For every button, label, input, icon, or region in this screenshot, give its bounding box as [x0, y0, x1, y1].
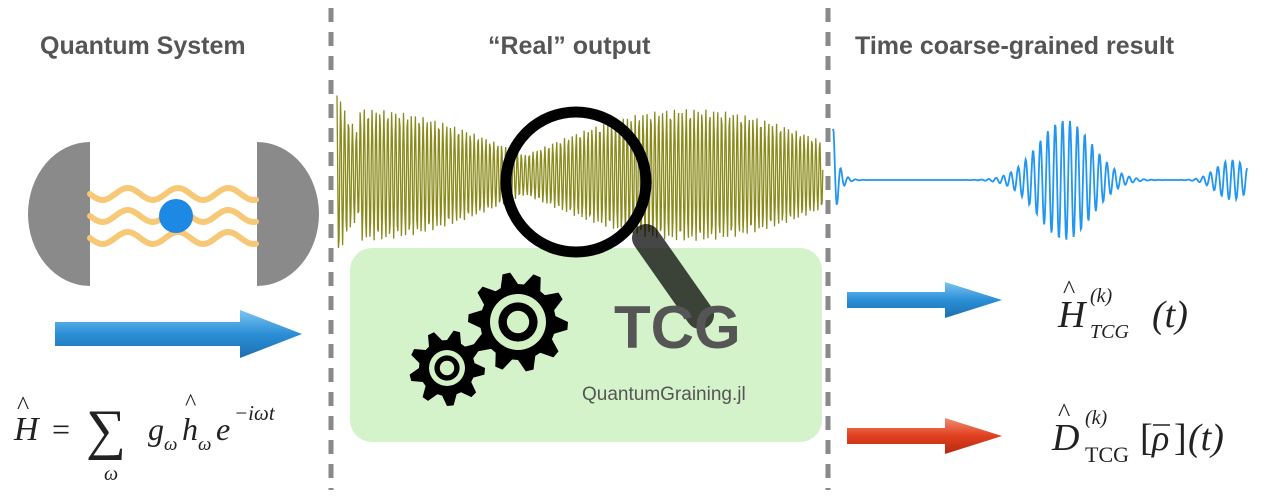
package-name: QuantumGraining.jl: [582, 384, 746, 405]
exponential-e: e: [216, 411, 230, 447]
bracket-close: ]: [1174, 417, 1187, 459]
density-matrix: ρ: [1151, 418, 1169, 458]
hamiltonian-formula: H ^ = ∑ ω g ω h ^ ω e −iωt: [13, 390, 276, 485]
dissipator-subscript: TCG: [1085, 442, 1129, 467]
hat-accent: ^: [17, 391, 29, 420]
cavity-mirror-icon: [257, 142, 319, 286]
gear-icon: [468, 272, 568, 372]
dissipator-order: (k): [1085, 407, 1108, 429]
gear-icon: [409, 330, 485, 406]
dissipator-arrow: [847, 418, 1002, 454]
dissipator-formula: D ^ (k) TCG [ ρ ] (t): [1051, 398, 1224, 467]
heading-quantum-system: Quantum System: [40, 32, 246, 60]
coupling-g: g: [148, 411, 164, 447]
photon-wave: [87, 184, 259, 204]
gear-hole: [506, 310, 530, 334]
bracket-open: [: [1140, 417, 1153, 459]
operator-sub: ω: [198, 434, 211, 455]
hamiltonian-arrow: [55, 310, 302, 358]
hamiltonian-argument: (t): [1152, 294, 1188, 336]
operator-h: h: [182, 411, 198, 447]
tcg-box: [350, 248, 822, 442]
hat-accent: ^: [185, 390, 196, 416]
tcg-label: TCG: [614, 294, 741, 361]
hamiltonian-symbol: H: [1057, 294, 1088, 336]
sum-index: ω: [104, 463, 118, 485]
formula-equals: =: [52, 411, 70, 447]
real-output-signal: [336, 95, 824, 248]
atom-icon: [159, 199, 193, 233]
dissipator-symbol: D: [1051, 417, 1079, 459]
heading-real-output: “Real” output: [488, 32, 651, 60]
effective-hamiltonian-arrow: [847, 282, 1002, 318]
effective-hamiltonian-formula: H ^ (k) TCG (t): [1057, 275, 1188, 343]
formula-lhs: H: [13, 411, 41, 448]
coupling-sub: ω: [164, 434, 177, 455]
sum-symbol: ∑: [86, 399, 126, 461]
cavity-mirror-icon: [28, 142, 90, 286]
hamiltonian-subscript: TCG: [1090, 321, 1129, 343]
exponent: −iωt: [234, 401, 276, 425]
dissipator-argument: (t): [1188, 417, 1224, 459]
photon-wave: [87, 228, 259, 248]
hat-accent: ^: [1063, 275, 1075, 304]
magnifying-glass-icon: [500, 106, 714, 329]
gear-hole: [439, 360, 455, 376]
tcg-signal: [832, 120, 1248, 240]
hat-accent: ^: [1058, 398, 1070, 427]
hamiltonian-order: (k): [1090, 285, 1113, 307]
heading-time-coarse-grained-result: Time coarse-grained result: [855, 32, 1175, 60]
